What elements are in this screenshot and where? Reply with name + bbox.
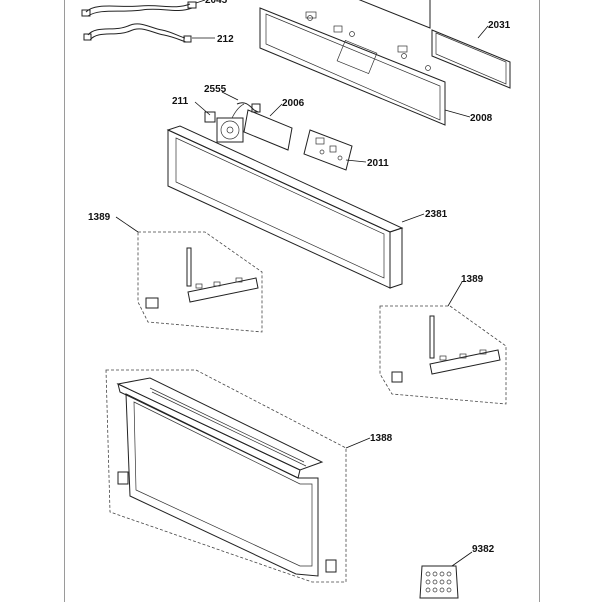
label-2011: 2011 [367, 158, 389, 169]
leader-2011 [345, 159, 367, 163]
label-9382: 9382 [472, 544, 495, 555]
label-212: 212 [217, 34, 234, 45]
leader-2006 [269, 103, 283, 117]
hinge-left-callout-box [137, 231, 263, 333]
control-board-2011 [303, 129, 353, 171]
label-1389-left: 1389 [88, 212, 111, 223]
label-2031: 2031 [488, 20, 511, 31]
parts-bag-9382 [419, 565, 459, 599]
wire-harness-2045 [81, 1, 197, 17]
label-2045: 2045 [205, 0, 228, 6]
door-assembly-1388 [116, 377, 337, 577]
glass-panel-2031 [358, 0, 511, 89]
control-panel-fascia-2381 [166, 125, 404, 289]
sensor-2555 [231, 102, 261, 119]
leader-2555 [221, 91, 239, 101]
hinge-right-1389 [391, 315, 501, 383]
leader-2008 [444, 109, 471, 118]
leader-9382 [451, 551, 473, 567]
cover-plate-2006 [243, 109, 293, 151]
label-2006: 2006 [282, 98, 305, 109]
leader-1389-left [115, 216, 139, 233]
leader-2031 [477, 25, 489, 39]
page-border [64, 0, 540, 602]
door-callout-box [105, 369, 347, 583]
leader-2045 [195, 0, 206, 4]
label-1389-right: 1389 [461, 274, 484, 285]
leader-2381 [401, 213, 425, 223]
leader-1389-right [447, 281, 463, 307]
leader-1388 [345, 437, 371, 449]
hinge-right-callout-box [379, 305, 507, 405]
control-panel-plate-2008 [259, 7, 446, 126]
hinge-left-1389 [145, 247, 259, 309]
leader-211 [194, 101, 211, 116]
label-1388: 1388 [370, 433, 393, 444]
label-2381: 2381 [425, 209, 448, 220]
cooling-fan-211 [204, 111, 244, 143]
label-211: 211 [172, 96, 189, 107]
label-2008: 2008 [470, 113, 493, 124]
label-2555: 2555 [204, 84, 227, 95]
wire-harness-212 [83, 23, 192, 43]
